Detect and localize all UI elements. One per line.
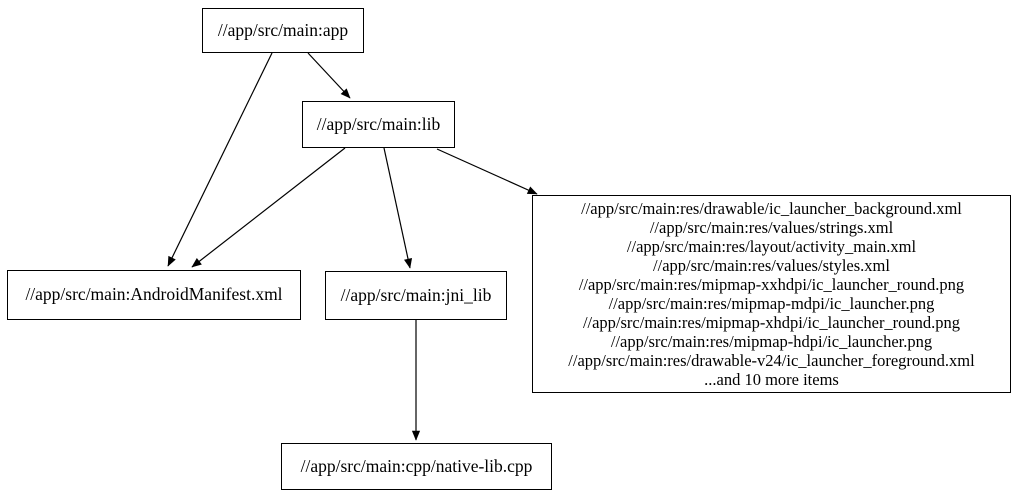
node-app: //app/src/main:app: [202, 8, 364, 53]
node-android-manifest-label: //app/src/main:AndroidManifest.xml: [25, 284, 283, 305]
edge-app-to-lib: [307, 52, 351, 99]
res-group-line: //app/src/main:res/mipmap-mdpi/ic_launch…: [608, 294, 935, 313]
node-lib-label: //app/src/main:lib: [316, 113, 441, 134]
res-group-line: //app/src/main:res/values/styles.xml: [653, 256, 890, 275]
res-group-line: //app/src/main:res/layout/activity_main.…: [626, 237, 917, 256]
node-app-label: //app/src/main:app: [217, 19, 349, 40]
edge-app-to-manifest: [167, 52, 273, 267]
edge-lib-to-manifest: [191, 147, 346, 268]
res-group-more-items: ...and 10 more items: [704, 370, 839, 389]
node-native-lib-cpp-label: //app/src/main:cpp/native-lib.cpp: [300, 455, 533, 476]
node-res-group: //app/src/main:res/drawable/ic_launcher_…: [532, 195, 1011, 393]
node-native-lib-cpp: //app/src/main:cpp/native-lib.cpp: [281, 443, 552, 490]
node-jni-lib-label: //app/src/main:jni_lib: [340, 284, 492, 305]
res-group-line: //app/src/main:res/values/strings.xml: [649, 218, 894, 237]
res-group-line: //app/src/main:res/drawable/ic_launcher_…: [581, 199, 962, 218]
res-group-line: //app/src/main:res/mipmap-hdpi/ic_launch…: [610, 332, 933, 351]
node-android-manifest: //app/src/main:AndroidManifest.xml: [7, 270, 301, 320]
res-group-line: //app/src/main:res/mipmap-xxhdpi/ic_laun…: [578, 275, 965, 294]
node-jni-lib: //app/src/main:jni_lib: [325, 271, 507, 320]
node-lib: //app/src/main:lib: [302, 101, 455, 148]
edge-lib-to-jni-lib: [383, 147, 413, 269]
edge-lib-to-res-group: [436, 148, 538, 195]
res-group-line: //app/src/main:res/mipmap-xhdpi/ic_launc…: [582, 313, 961, 332]
res-group-line: //app/src/main:res/drawable-v24/ic_launc…: [568, 351, 975, 370]
